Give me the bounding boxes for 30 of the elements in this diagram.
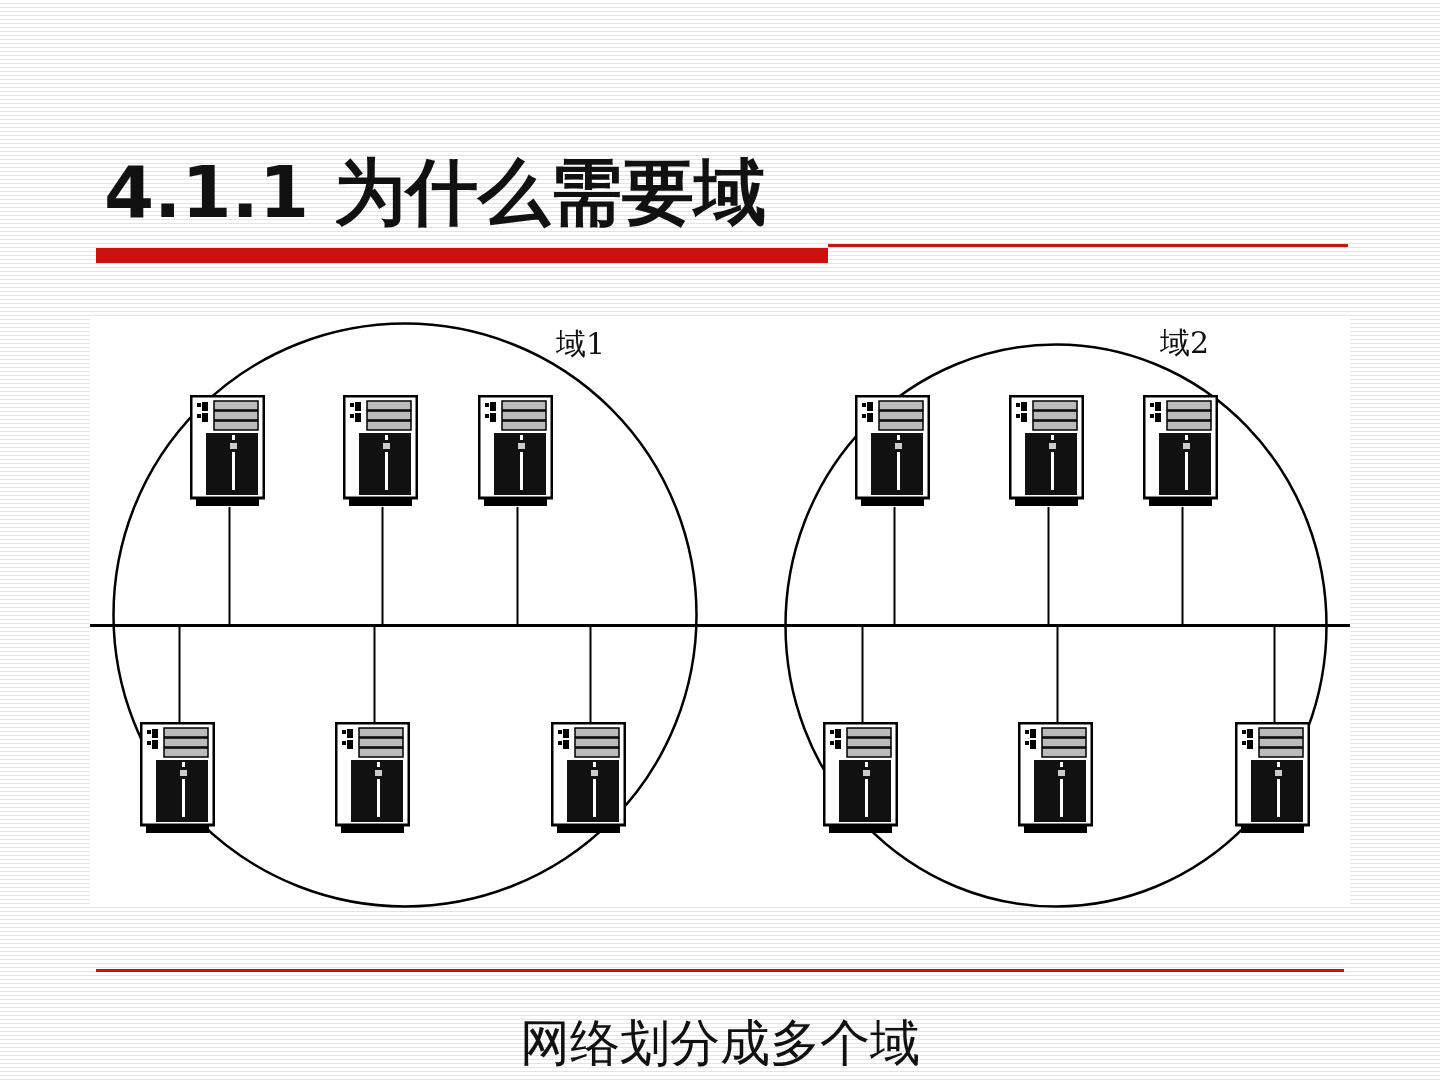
network-bus-line — [90, 624, 1350, 627]
server-drawing — [140, 722, 215, 834]
connector-line — [893, 506, 896, 625]
server-drawing — [823, 722, 898, 834]
server-drawing — [551, 722, 626, 834]
server-drawing — [1018, 722, 1093, 834]
server-drawing — [855, 395, 930, 507]
domain-label: 域2 — [1160, 324, 1210, 362]
domain-circle — [112, 322, 698, 908]
connector-line — [589, 626, 592, 723]
slide-title: 4.1.1 为什么需要域 — [104, 149, 767, 236]
connector-line — [178, 626, 181, 723]
connector-line — [1047, 506, 1050, 625]
connector-line — [1181, 506, 1184, 625]
server-drawing — [343, 395, 418, 507]
server-drawing — [335, 722, 410, 834]
connector-line — [381, 506, 384, 625]
connector-line — [861, 626, 864, 723]
server-drawing — [1009, 395, 1084, 507]
connector-line — [1056, 626, 1059, 723]
connector-line — [516, 506, 519, 625]
server-drawing — [190, 395, 265, 507]
domain-label: 域1 — [556, 325, 606, 363]
server-drawing — [478, 395, 553, 507]
connector-line — [228, 506, 231, 625]
connector-line — [1273, 626, 1276, 723]
slide-caption: 网络划分成多个域 — [519, 1013, 921, 1074]
connector-line — [373, 626, 376, 723]
server-drawing — [1235, 722, 1310, 834]
server-drawing — [1143, 395, 1218, 507]
